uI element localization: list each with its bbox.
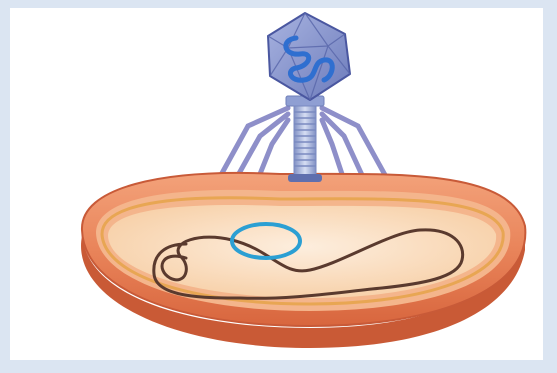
bacteriophage-tail-icon [286,96,324,182]
bacterial-cell-wall-icon [81,173,525,348]
phage-infection-diagram [10,8,543,360]
diagram-panel [10,8,543,360]
